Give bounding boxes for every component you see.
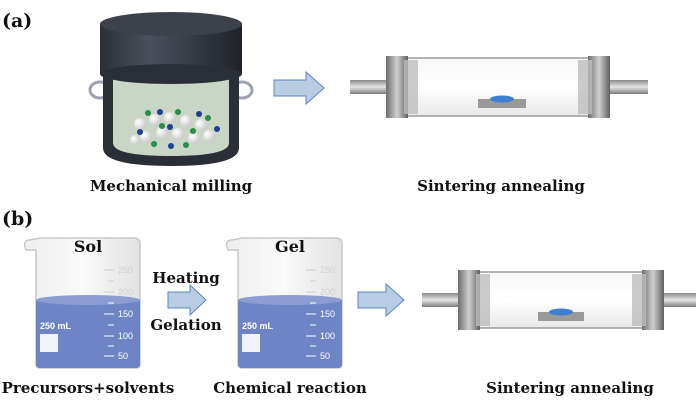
tick-label: 250: [118, 265, 133, 275]
tube-furnace-a: [350, 56, 648, 118]
tube-rod-left: [350, 80, 392, 94]
tick-label: 150: [320, 309, 335, 319]
sample-boat: [478, 99, 526, 108]
tube-flange-left: [386, 56, 408, 118]
tick-label: 50: [118, 351, 128, 361]
beaker-label-sol: Sol: [74, 237, 102, 256]
beaker-sol: 250 mL 250 200 150 100 50: [23, 237, 141, 369]
panel-label-b: (b): [2, 208, 33, 230]
sample: [549, 308, 573, 316]
panel-label-a: (a): [2, 10, 32, 32]
sample-boat: [538, 312, 584, 321]
beaker-label-gel: Gel: [275, 237, 305, 256]
milling-balls: [130, 109, 220, 149]
caption-sintering-annealing-b: Sintering annealing: [486, 379, 654, 397]
caption-precursors-solvents: Precursors+solvents: [2, 379, 175, 397]
beaker-gel: 250 mL 250 200 150 100 50: [225, 237, 343, 369]
jar-lid-top: [100, 12, 242, 36]
jar-cap-rim: [100, 64, 242, 84]
tick-label: 150: [118, 309, 133, 319]
beaker-label-patch: [40, 334, 58, 352]
tick-label: 250: [320, 265, 335, 275]
step-heating: Heating: [152, 269, 220, 287]
step-gelation: Gelation: [150, 316, 221, 334]
beaker-volume: 250 mL: [242, 321, 274, 331]
tube-flange-left: [458, 270, 480, 330]
tube-rod-right: [604, 80, 648, 94]
tick-label: 200: [118, 287, 133, 297]
caption-chemical-reaction: Chemical reaction: [213, 379, 367, 397]
beaker-label-patch: [242, 334, 260, 352]
arrow-icon: [273, 70, 325, 106]
graduation-marks: [306, 269, 316, 357]
tube-furnace-b: [422, 270, 696, 330]
beaker-volume: 250 mL: [40, 321, 72, 331]
sample: [490, 95, 514, 103]
beaker-liquid: [36, 300, 140, 368]
tube-rod-left: [422, 293, 464, 307]
graduation-marks: [104, 269, 114, 357]
tick-label: 200: [320, 287, 335, 297]
tube-flange-right: [642, 270, 664, 330]
tick-label: 50: [320, 351, 330, 361]
tick-label: 100: [320, 331, 335, 341]
tube-flange-right: [588, 56, 610, 118]
arrow-icon: [357, 282, 405, 318]
beaker-liquid: [238, 300, 342, 368]
milling-jar: [88, 12, 254, 166]
caption-mechanical-milling: Mechanical milling: [90, 177, 253, 195]
arrow-icon: [167, 283, 207, 317]
tube-rod-right: [656, 293, 696, 307]
tick-label: 100: [118, 331, 133, 341]
caption-sintering-annealing-a: Sintering annealing: [417, 177, 585, 195]
